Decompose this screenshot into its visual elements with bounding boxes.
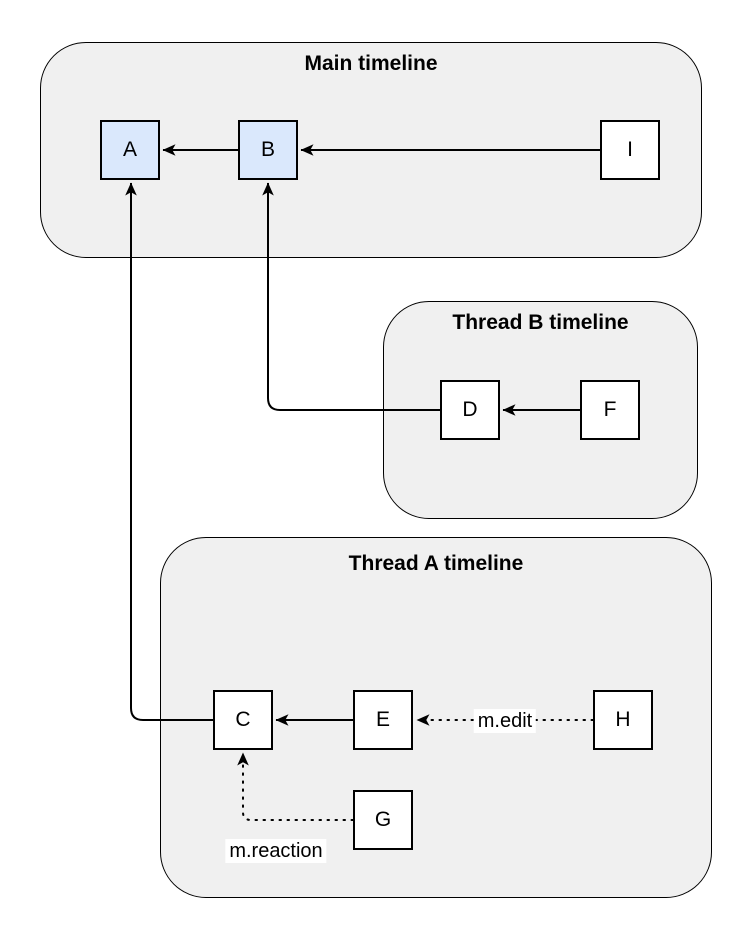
node-c: C: [213, 690, 273, 750]
node-f: F: [580, 380, 640, 440]
node-g: G: [353, 790, 413, 850]
node-e: E: [353, 690, 413, 750]
edge-label-m-reaction: m.reaction: [225, 839, 327, 863]
node-i: I: [600, 120, 660, 180]
edge-label-m-edit: m.edit: [473, 709, 537, 733]
node-d: D: [440, 380, 500, 440]
node-a: A: [100, 120, 160, 180]
node-h: H: [593, 690, 653, 750]
node-b: B: [238, 120, 298, 180]
container-thread-b-timeline: [383, 301, 698, 519]
